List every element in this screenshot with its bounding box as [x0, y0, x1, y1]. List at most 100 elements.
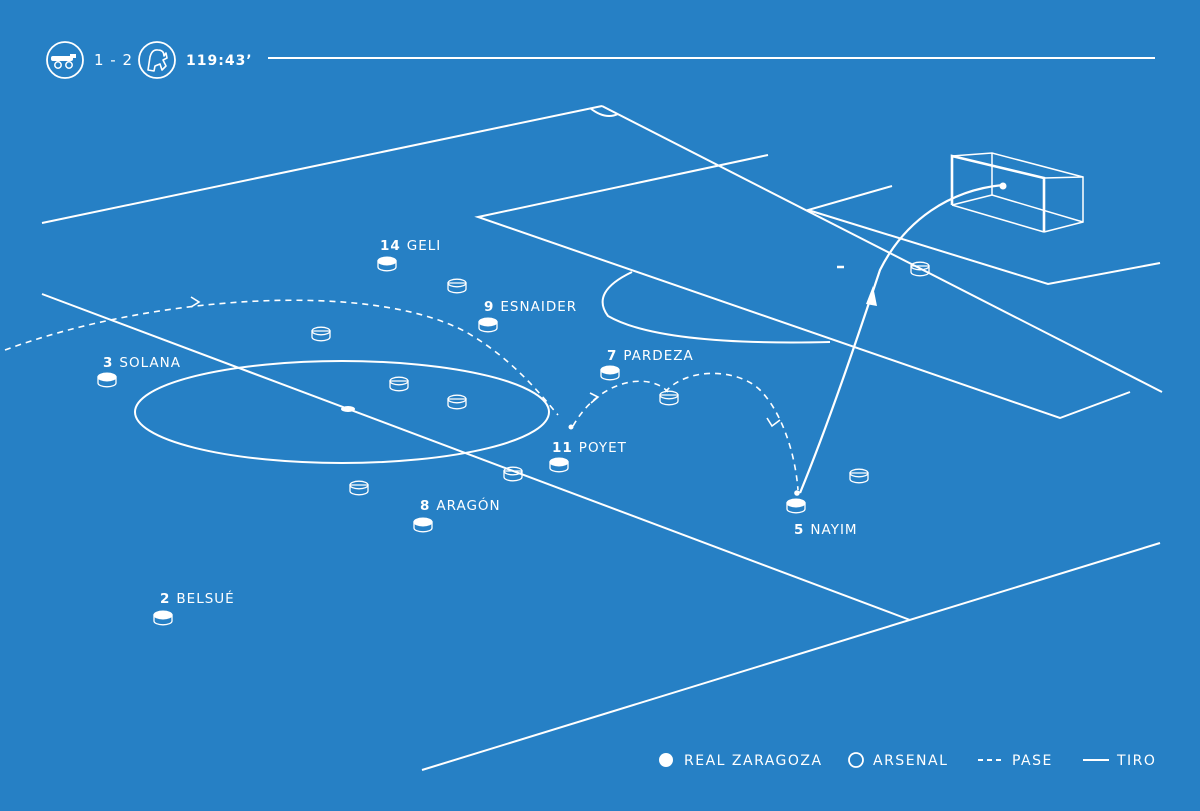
player-token-side	[377, 260, 397, 272]
zaragoza-player-token	[153, 610, 173, 626]
arsenal-player-token	[910, 261, 930, 277]
shot-path	[798, 183, 1004, 494]
arsenal-player-token	[389, 376, 409, 392]
arsenal-player-token	[311, 326, 331, 342]
player-label: 7 PARDEZA	[607, 348, 694, 364]
zaragoza-player-token	[478, 317, 498, 333]
goal-line	[601, 105, 1163, 393]
arsenal-players	[311, 261, 930, 496]
player-labels: 14 GELI 9 ESNAIDER 3 SOLANA 7 PARDEZA 11 POYET 8 AR…	[103, 238, 858, 607]
player-token-side	[659, 394, 679, 406]
player-token-top	[389, 376, 409, 386]
player-number: 5	[794, 522, 804, 538]
player-label: 5 NAYIM	[794, 522, 858, 538]
pass-path-3	[664, 372, 799, 491]
player-number: 7	[607, 348, 617, 364]
shot-arrow	[866, 286, 877, 306]
near-touchline	[421, 542, 1161, 771]
player-number: 9	[484, 299, 494, 315]
player-token-side	[503, 470, 523, 482]
player-token-side	[97, 376, 117, 388]
zaragoza-player-token	[413, 517, 433, 533]
ball-trajectories	[4, 183, 1004, 494]
player-token-top	[447, 278, 467, 288]
far-touchline	[41, 105, 603, 224]
player-name: POYET	[579, 440, 627, 456]
player-name: SOLANA	[119, 355, 181, 371]
arsenal-player-token	[349, 480, 369, 496]
player-token-top	[97, 372, 117, 382]
player-token-top	[478, 317, 498, 327]
score-text: 1 - 2	[94, 51, 133, 69]
penalty-arc	[601, 271, 831, 344]
player-token-top	[349, 480, 369, 490]
legend-arsenal-marker	[848, 752, 864, 768]
legend-zaragoza-label: REAL ZARAGOZA	[684, 753, 823, 769]
player-token-side	[910, 265, 930, 277]
player-label: 11 POYET	[552, 440, 627, 456]
legend: REAL ZARAGOZA ARSENAL PASE TIRO	[659, 752, 1156, 769]
player-name: ARAGÓN	[436, 496, 500, 514]
player-token-side	[349, 484, 369, 496]
player-token-top	[377, 256, 397, 266]
arsenal-player-token	[503, 466, 523, 482]
player-token-top	[413, 517, 433, 527]
player-name: PARDEZA	[623, 348, 693, 364]
player-number: 3	[103, 355, 113, 371]
zaragoza-player-token	[549, 457, 569, 473]
player-name: NAYIM	[810, 522, 857, 538]
player-number: 11	[552, 440, 573, 456]
player-label: 2 BELSUÉ	[160, 590, 235, 607]
zaragoza-crest-icon	[138, 41, 176, 79]
pass-path-1	[4, 299, 559, 416]
player-token-top	[849, 468, 869, 478]
header-bar: 1 - 2 119:43’	[46, 41, 1155, 79]
player-token-side	[389, 380, 409, 392]
pass-arrow-1	[190, 296, 201, 308]
player-token-side	[478, 321, 498, 333]
corner-arc	[589, 107, 619, 117]
player-token-top	[600, 365, 620, 375]
zaragoza-player-token	[377, 256, 397, 272]
player-token-side	[849, 472, 869, 484]
legend-zaragoza-marker	[659, 753, 673, 767]
ball-in-net	[999, 182, 1007, 190]
player-token-top	[910, 261, 930, 271]
player-token-side	[786, 502, 806, 514]
arsenal-player-token	[447, 278, 467, 294]
match-time-text: 119:43’	[186, 53, 253, 69]
halfway-line	[41, 293, 911, 621]
pass-point	[568, 424, 574, 430]
player-name: GELI	[407, 238, 442, 254]
centre-circle	[134, 360, 550, 464]
zaragoza-players	[97, 256, 806, 626]
player-number: 2	[160, 591, 170, 607]
player-name: BELSUÉ	[176, 590, 234, 607]
player-token-top	[549, 457, 569, 467]
player-token-top	[659, 390, 679, 400]
player-name: ESNAIDER	[500, 299, 577, 315]
player-label: 9 ESNAIDER	[484, 299, 577, 315]
player-token-side	[447, 398, 467, 410]
pass-arrow-2	[589, 392, 600, 404]
player-token-side	[549, 461, 569, 473]
pass-path-2	[572, 380, 669, 427]
pitch-lines	[41, 105, 1163, 771]
player-number: 14	[380, 238, 401, 254]
player-token-top	[447, 394, 467, 404]
player-token-side	[153, 614, 173, 626]
player-number: 8	[420, 498, 430, 514]
goal-frame	[950, 152, 1084, 233]
player-token-side	[600, 369, 620, 381]
player-token-top	[786, 498, 806, 508]
player-label: 3 SOLANA	[103, 355, 181, 371]
zaragoza-player-token	[600, 365, 620, 381]
player-token-side	[413, 521, 433, 533]
player-token-top	[311, 326, 331, 336]
arsenal-player-token	[447, 394, 467, 410]
arsenal-player-token	[659, 390, 679, 406]
player-token-side	[447, 282, 467, 294]
legend-shot-label: TIRO	[1116, 753, 1156, 769]
centre-spot	[341, 406, 355, 412]
